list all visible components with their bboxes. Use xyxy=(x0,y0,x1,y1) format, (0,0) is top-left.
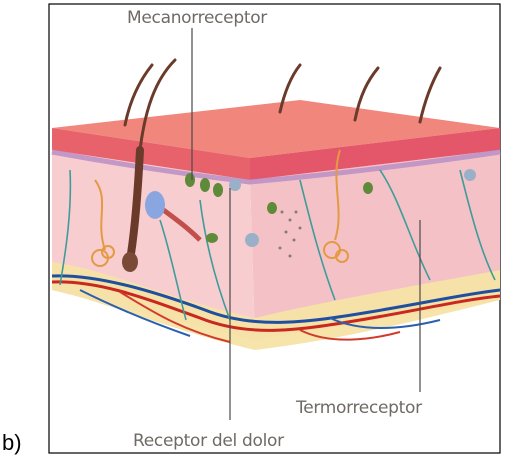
thermoreceptor-label: Termorreceptor xyxy=(295,398,422,418)
pain-receptor-label: Receptor del dolor xyxy=(133,431,284,451)
panel-tag: b) xyxy=(2,430,22,456)
sebaceous-gland xyxy=(145,191,165,219)
mechanoreceptor-label: Mecanorreceptor xyxy=(127,8,267,28)
hair-bulb xyxy=(122,252,138,272)
